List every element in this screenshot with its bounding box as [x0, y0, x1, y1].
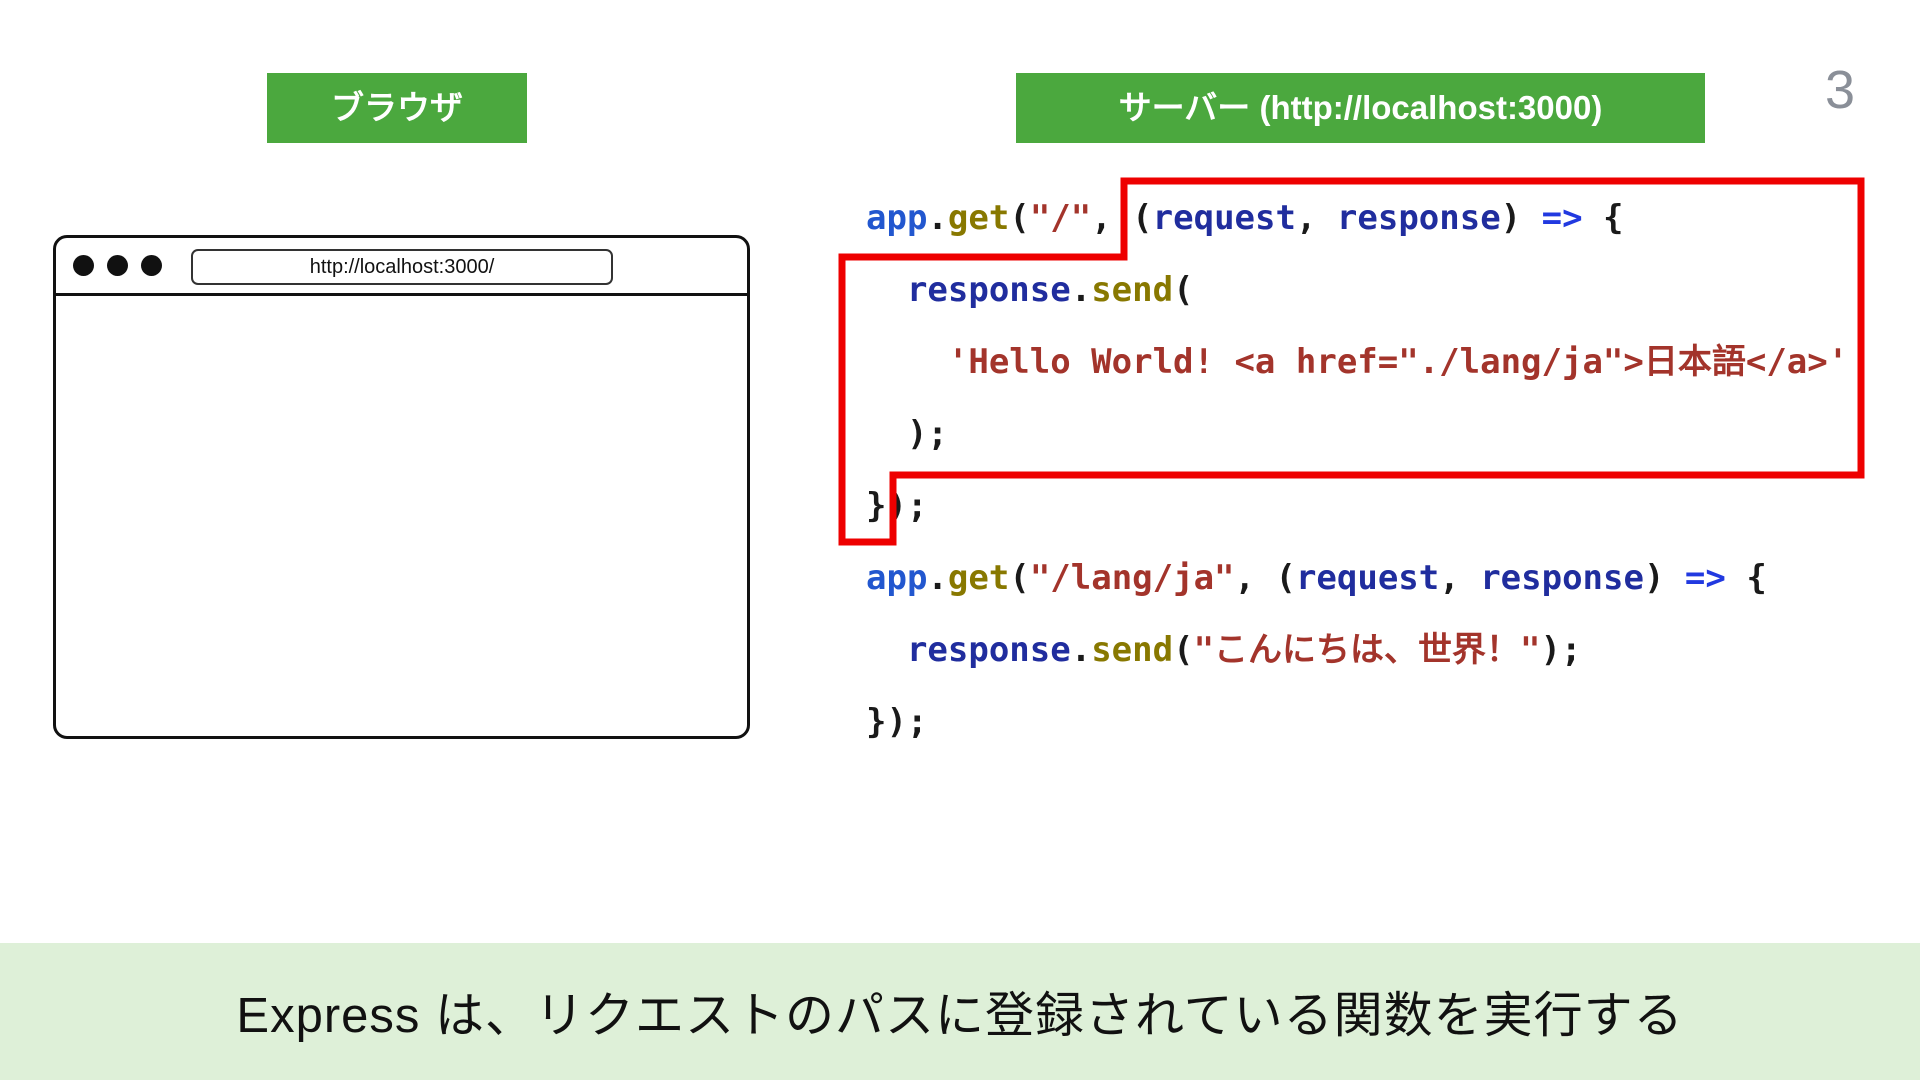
code-token: get — [947, 198, 1010, 238]
code-token: , ( — [1091, 198, 1153, 238]
code-line: response.send( — [866, 254, 1848, 326]
window-dot-icon — [141, 255, 162, 276]
page-number: 3 — [1824, 60, 1856, 120]
code-token: }); — [866, 702, 928, 742]
code-token: ); — [1540, 630, 1582, 670]
code-token: . — [1070, 630, 1092, 670]
caption-bar: Express は、リクエストのパスに登録されている関数を実行する — [0, 943, 1920, 1080]
code-token — [866, 270, 907, 310]
code-token: response — [906, 270, 1071, 310]
code-line: 'Hello World! <a href="./lang/ja">日本語</a… — [866, 326, 1848, 398]
code-token: , — [1439, 558, 1481, 598]
code-token: . — [1070, 270, 1092, 310]
code-token — [866, 342, 948, 382]
browser-content — [56, 296, 747, 736]
code-token: send — [1091, 630, 1174, 670]
code-token: ( — [1173, 270, 1194, 310]
code-token: response — [1336, 198, 1501, 238]
code-token: , — [1295, 198, 1337, 238]
browser-label: ブラウザ — [267, 73, 527, 143]
code-token: app — [866, 198, 928, 238]
server-label: サーバー (http://localhost:3000) — [1016, 73, 1705, 143]
window-dot-icon — [107, 255, 128, 276]
code-token: request — [1152, 198, 1296, 238]
code-token: { — [1582, 198, 1624, 238]
code-token: ( — [1173, 630, 1194, 670]
code-line: ); — [866, 398, 1848, 470]
code-token: ); — [866, 414, 948, 454]
code-token: ) — [1500, 198, 1542, 238]
code-token: => — [1541, 198, 1583, 238]
code-token: ( — [1009, 558, 1030, 598]
url-bar: http://localhost:3000/ — [191, 249, 613, 285]
window-dot-icon — [73, 255, 94, 276]
code-line: }); — [866, 470, 1848, 542]
code-line: app.get("/", (request, response) => { — [866, 182, 1848, 254]
code-token: ( — [1009, 198, 1030, 238]
caption-text: Express は、リクエストのパスに登録されている関数を実行する — [236, 989, 1684, 1043]
code-token: . — [927, 558, 948, 598]
code-token: => — [1684, 558, 1726, 598]
code-block: app.get("/", (request, response) => { re… — [866, 182, 1848, 758]
code-token: send — [1091, 270, 1174, 310]
code-token: "/lang/ja" — [1029, 558, 1235, 598]
code-token — [866, 630, 907, 670]
code-token: . — [927, 198, 948, 238]
code-token: , ( — [1234, 558, 1296, 598]
code-token: app — [866, 558, 928, 598]
code-token: { — [1725, 558, 1767, 598]
code-token: response — [906, 630, 1071, 670]
browser-window: http://localhost:3000/ — [53, 235, 750, 739]
code-token: response — [1480, 558, 1644, 598]
code-token: 'Hello World! <a href="./lang/ja">日本語</a… — [947, 342, 1849, 382]
code-token: "こんにちは、世界！" — [1193, 630, 1541, 670]
code-line: app.get("/lang/ja", (request, response) … — [866, 542, 1848, 614]
code-line: response.send("こんにちは、世界！"); — [866, 614, 1848, 686]
browser-topbar: http://localhost:3000/ — [56, 238, 747, 296]
code-line: }); — [866, 686, 1848, 758]
code-token: request — [1295, 558, 1440, 598]
code-token: "/" — [1029, 198, 1092, 238]
code-token: }); — [866, 486, 928, 526]
code-token: ) — [1643, 558, 1685, 598]
code-token: get — [947, 558, 1010, 598]
